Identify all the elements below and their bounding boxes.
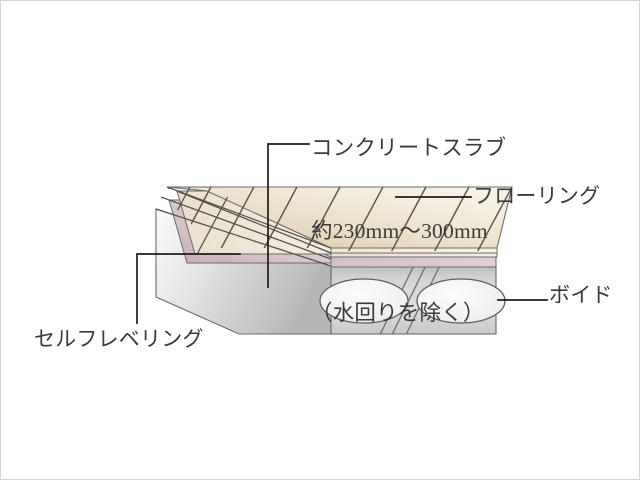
label-void: ボイド <box>549 283 613 307</box>
leader-lines <box>136 143 548 324</box>
void-hole-right <box>416 278 506 324</box>
label-flooring: フローリング <box>473 184 601 208</box>
label-concrete-slab-line3: （水回りを除く） <box>311 301 485 326</box>
void-holes <box>319 278 506 324</box>
label-concrete-slab-line2: 約230mm〜300mm <box>311 218 488 243</box>
label-concrete-slab-line1: コンクリートスラブ <box>311 136 507 161</box>
leader-self-leveling <box>136 253 241 324</box>
cutaway-step-edges <box>155 186 332 267</box>
label-self-leveling: セルフレベリング <box>34 327 204 351</box>
flooring-front-edge <box>330 247 498 254</box>
void-hole-left <box>319 278 409 324</box>
label-concrete-slab: コンクリートスラブ 約230mm〜300mm （水回りを除く） <box>311 80 506 383</box>
flooring-layer <box>166 186 513 254</box>
leader-concrete-slab <box>267 143 310 288</box>
